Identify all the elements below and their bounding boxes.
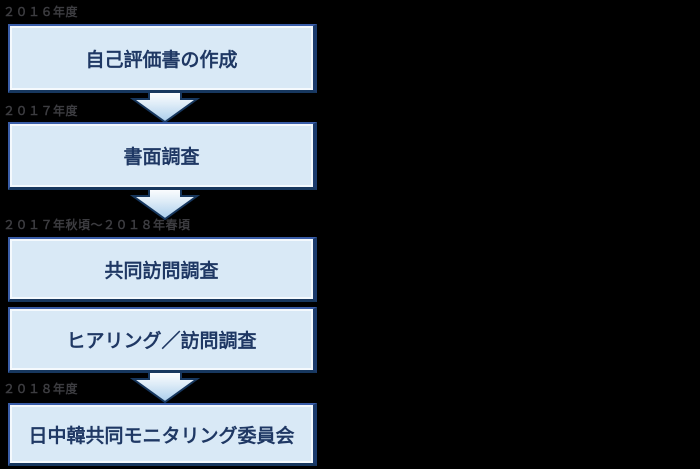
process-box-label: ヒアリング／訪問調査 — [66, 331, 257, 352]
period-label-3: ２０１７年秋頃～２０１８年春頃 — [3, 218, 191, 232]
period-label-4: ２０１８年度 — [3, 382, 79, 396]
period-label-2: ２０１７年度 — [3, 104, 79, 118]
process-box-self-evaluation: 自己評価書の作成 — [8, 24, 317, 93]
down-arrow-icon — [130, 370, 200, 404]
process-box-hearing-visit: ヒアリング／訪問調査 — [8, 307, 317, 373]
process-box-document-survey: 書面調査 — [8, 122, 317, 190]
process-box-joint-monitoring-committee: 日中韓共同モニタリング委員会 — [8, 403, 317, 466]
process-box-label: 自己評価書の作成 — [85, 49, 238, 71]
process-box-label: 日中韓共同モニタリング委員会 — [28, 425, 295, 447]
period-label-1: ２０１６年度 — [3, 5, 79, 19]
process-box-label: 共同訪問調査 — [104, 260, 219, 282]
process-box-label: 書面調査 — [123, 147, 200, 168]
down-arrow-icon — [130, 90, 200, 124]
process-box-joint-site-visit: 共同訪問調査 — [8, 237, 317, 302]
